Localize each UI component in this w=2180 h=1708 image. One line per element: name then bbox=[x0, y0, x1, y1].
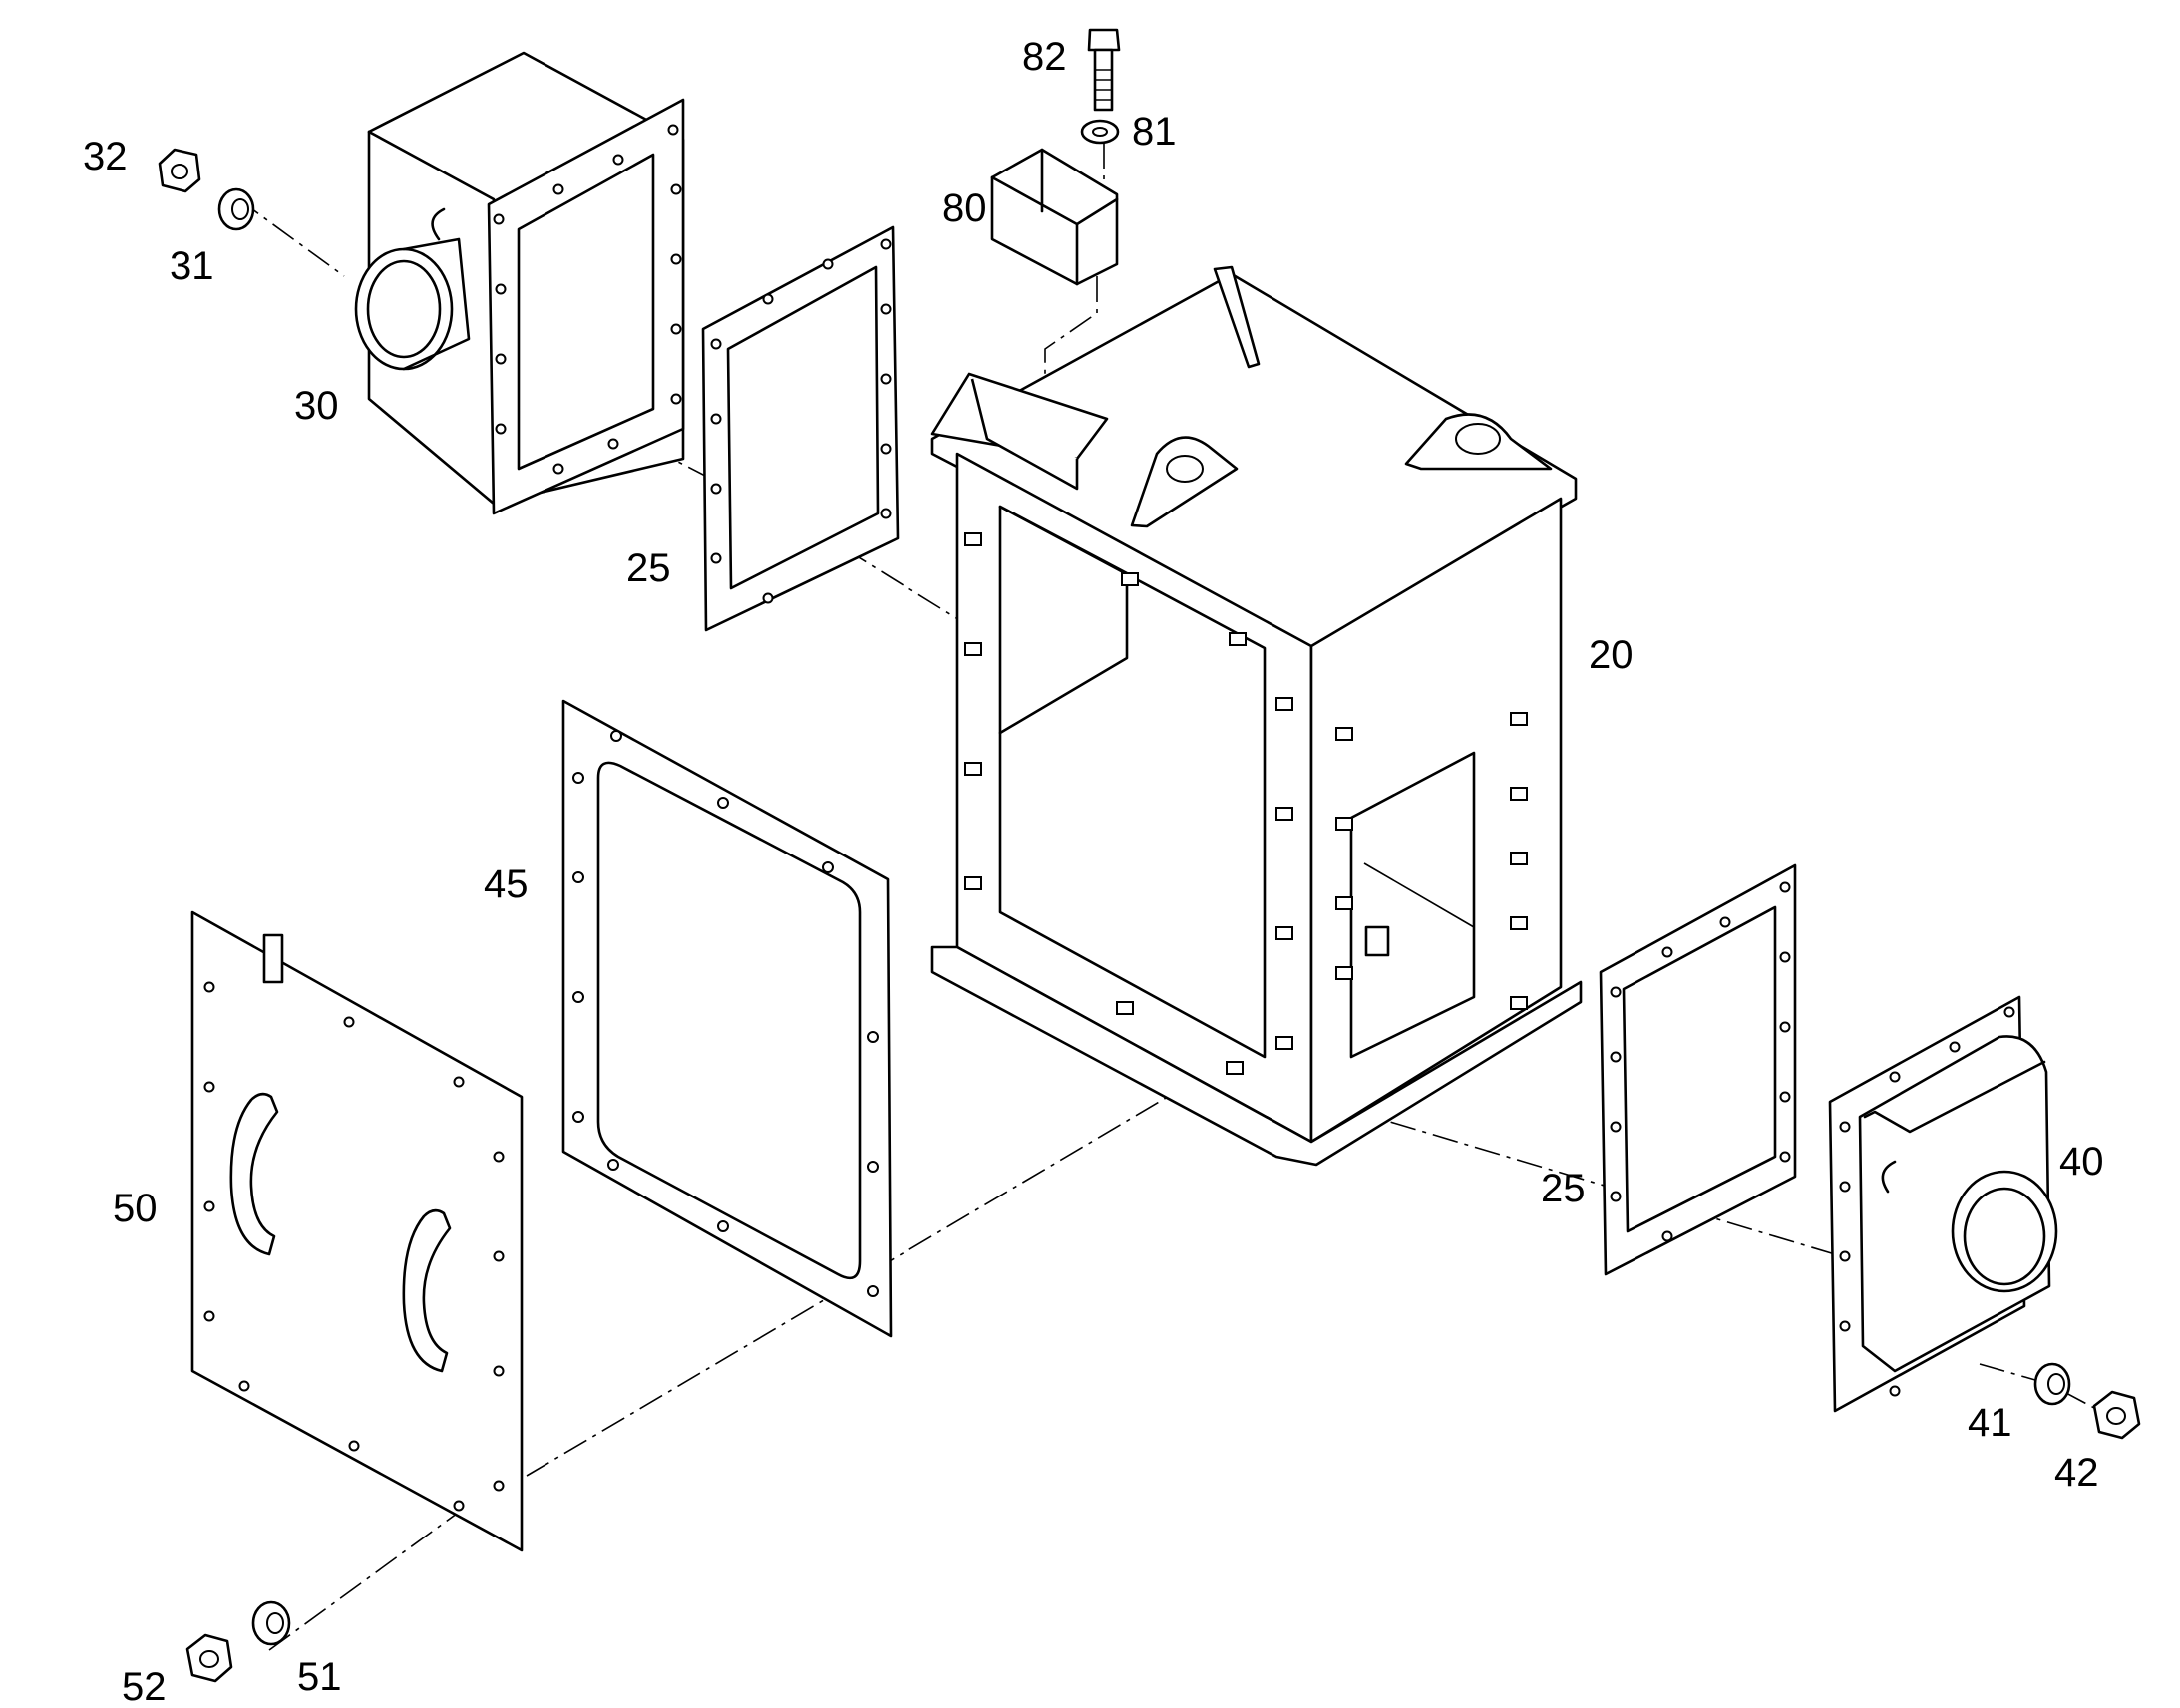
callout-80: 80 bbox=[942, 186, 987, 230]
callout-81: 81 bbox=[1132, 110, 1177, 154]
cover-40 bbox=[1828, 995, 2058, 1413]
callout-45: 45 bbox=[484, 862, 529, 906]
nut-32 bbox=[158, 148, 201, 193]
callout-42: 42 bbox=[2054, 1451, 2099, 1495]
callout-31: 31 bbox=[170, 244, 214, 288]
callout-82: 82 bbox=[1022, 35, 1067, 79]
gasket-25-upper bbox=[701, 225, 900, 632]
cover-box-30 bbox=[354, 51, 685, 515]
bracket-80 bbox=[990, 148, 1119, 286]
gasket-25-lower bbox=[1599, 863, 1797, 1276]
callout-41: 41 bbox=[1968, 1401, 2012, 1445]
callout-32: 32 bbox=[83, 135, 128, 178]
callout-40: 40 bbox=[2059, 1140, 2104, 1184]
nut-42 bbox=[2092, 1390, 2141, 1440]
callout-52: 52 bbox=[122, 1665, 167, 1708]
nut-52 bbox=[185, 1633, 233, 1683]
callout-50: 50 bbox=[113, 1187, 158, 1230]
callout-30: 30 bbox=[294, 384, 339, 428]
callout-25-upper: 25 bbox=[626, 546, 671, 590]
washer-41 bbox=[2033, 1362, 2071, 1406]
callout-51: 51 bbox=[297, 1655, 342, 1699]
washer-81 bbox=[1080, 119, 1120, 145]
gasket-45 bbox=[561, 699, 893, 1338]
callout-25-lower: 25 bbox=[1541, 1167, 1586, 1210]
washer-31 bbox=[217, 187, 255, 231]
bolt-82 bbox=[1087, 28, 1121, 112]
cover-plate-50 bbox=[190, 910, 524, 1552]
callout-20: 20 bbox=[1589, 633, 1634, 677]
housing-studs bbox=[964, 532, 1528, 1075]
washer-51 bbox=[251, 1600, 291, 1646]
callout-labels: 20 25 25 30 31 32 40 41 42 45 50 51 52 8… bbox=[83, 35, 2104, 1708]
cover-box-30-holes bbox=[493, 124, 682, 475]
housing-20 bbox=[930, 265, 1583, 1167]
